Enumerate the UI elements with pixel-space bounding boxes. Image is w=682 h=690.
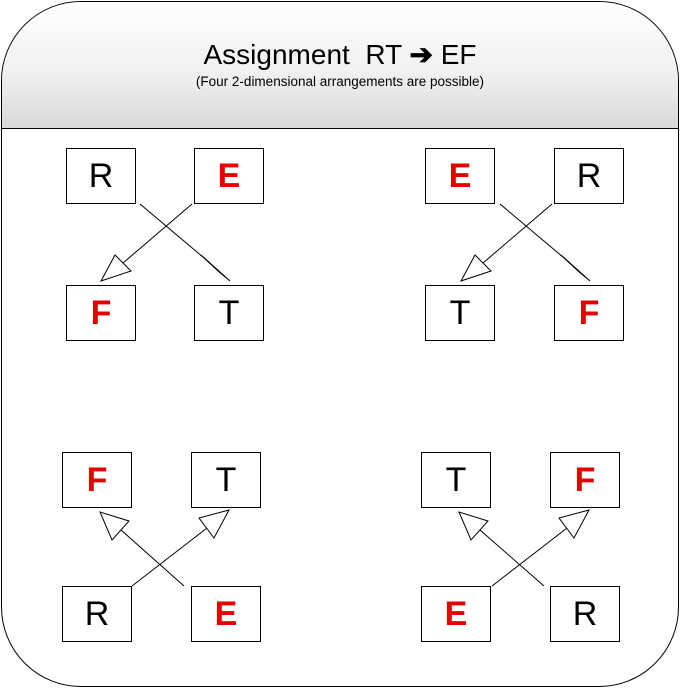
header-band: Assignment RT ➔ EF (Four 2-dimensional a… xyxy=(2,2,678,129)
arrangement-3-bottom-left-box: R xyxy=(62,586,132,642)
arrangement-4-top-left-box: T xyxy=(421,452,491,508)
arrangement-2-top-right-box: R xyxy=(554,148,624,204)
arrangement-4-bottom-right-box: R xyxy=(550,586,620,642)
diagram-title: Assignment RT ➔ EF xyxy=(2,38,678,71)
arrangement-4-bottom-left-box: E xyxy=(421,586,491,642)
arrangement-2-top-left-box: E xyxy=(425,148,495,204)
arrow-right-icon: ➔ xyxy=(409,39,433,70)
title-prefix: Assignment RT xyxy=(203,39,410,70)
arrangement-1-top-right-box: E xyxy=(194,148,264,204)
title-suffix: EF xyxy=(432,39,477,70)
arrangement-2-bottom-left-box: T xyxy=(425,285,495,341)
arrangement-3-top-left-box: F xyxy=(62,452,132,508)
arrangement-1-top-left-box: R xyxy=(66,148,136,204)
arrangement-4-top-right-box: F xyxy=(550,452,620,508)
arrangement-3-top-right-box: T xyxy=(191,452,261,508)
arrangement-1-bottom-left-box: F xyxy=(66,285,136,341)
arrangement-3-bottom-right-box: E xyxy=(191,586,261,642)
diagram-subtitle: (Four 2-dimensional arrangements are pos… xyxy=(195,74,485,89)
arrangement-2-bottom-right-box: F xyxy=(554,285,624,341)
arrangement-1-bottom-right-box: T xyxy=(194,285,264,341)
